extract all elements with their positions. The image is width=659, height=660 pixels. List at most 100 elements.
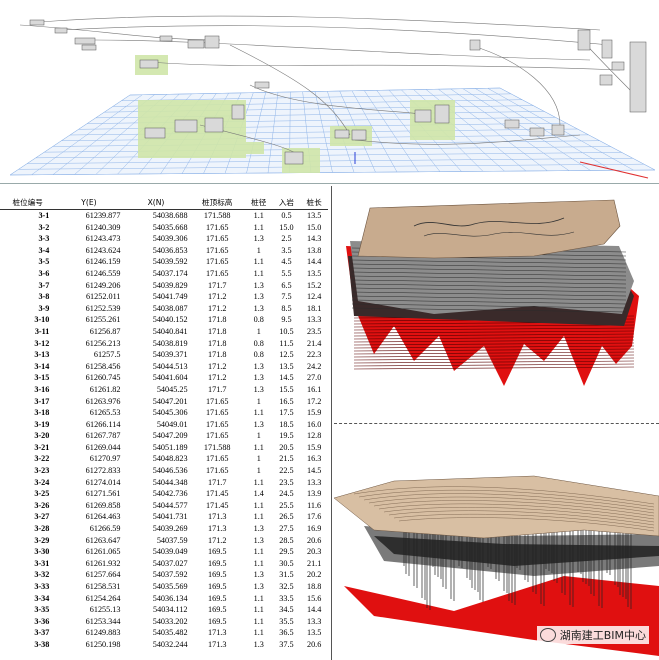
contour-line [351, 279, 627, 285]
graph-node[interactable] [204, 35, 220, 49]
table-cell: 54038.819 [152, 338, 188, 348]
table-cell: 1 [256, 454, 261, 464]
table-cell: 17.5 [279, 408, 294, 418]
table-cell: 1.3 [253, 234, 264, 244]
table-cell: 16.9 [306, 524, 322, 534]
table-cell: 61269.044 [85, 442, 121, 452]
table-cell: 1 [256, 326, 261, 336]
table-cell: 54039.829 [152, 280, 188, 290]
contour-line [351, 267, 627, 273]
table-cell: 54041.749 [152, 292, 188, 302]
table-cell: 21.1 [306, 558, 322, 568]
graph-node[interactable] [351, 129, 367, 141]
table-cell: 1.3 [253, 373, 264, 383]
graph-node[interactable] [187, 39, 205, 49]
contour-line [353, 327, 635, 331]
terrain-contour [383, 507, 655, 523]
table-cell: 33.5 [279, 593, 294, 603]
node-wires [19, 15, 641, 159]
graph-node[interactable] [599, 74, 613, 86]
graph-node[interactable] [629, 41, 647, 113]
graph-node[interactable] [529, 127, 545, 137]
table-cell: 54038.688 [152, 211, 188, 220]
graph-node[interactable] [611, 61, 625, 71]
table-cell: 54041.731 [152, 512, 188, 522]
table-cell: 15.5 [279, 384, 294, 394]
table-cell: 61272.833 [85, 466, 121, 476]
table-cell: 1.3 [253, 361, 264, 371]
table-cell: 54049.01 [156, 419, 188, 429]
node-group[interactable] [246, 142, 264, 154]
graph-node[interactable] [551, 124, 565, 136]
table-cell: 36.5 [279, 628, 294, 638]
table-cell: 171.588 [203, 211, 231, 220]
graph-node[interactable] [469, 39, 481, 51]
geology-layers-svg [346, 199, 639, 386]
table-cell: 61261.932 [85, 558, 121, 568]
graph-node[interactable] [577, 29, 591, 51]
graph-node[interactable] [231, 104, 245, 120]
table-cell: 54036.134 [152, 593, 188, 603]
table-cell: 54039.049 [152, 547, 188, 557]
table-cell: 169.5 [208, 605, 227, 615]
contour-line [9, 169, 656, 176]
graph-node[interactable] [254, 81, 270, 89]
table-cell: 171.2 [208, 303, 227, 313]
table-cell: 61253.344 [85, 616, 121, 626]
table-cell: 1.1 [253, 268, 264, 278]
table-cell: 1 [256, 245, 261, 255]
table-cell: 14.5 [279, 373, 294, 383]
contour-line [353, 339, 635, 343]
pile-id-cell: 3-9 [38, 303, 50, 313]
table-cell: 54040.152 [152, 315, 188, 325]
geology-3d-view-bottom[interactable]: 湖南建工BIM中心 [334, 426, 659, 660]
graph-node[interactable] [204, 117, 224, 133]
table-cell: 5.5 [281, 268, 292, 278]
pile-id-cell: 3-36 [34, 616, 50, 626]
table-cell: 61261.82 [89, 384, 121, 394]
pile-id-cell: 3-21 [34, 442, 50, 452]
graph-node[interactable] [29, 19, 45, 26]
table-cell: 31.5 [279, 570, 294, 580]
table-cell: 0.8 [253, 338, 264, 348]
graph-node[interactable] [144, 127, 166, 139]
table-cell: 171.2 [208, 535, 227, 545]
pile-id-cell: 3-15 [34, 373, 50, 383]
table-cell: 27.0 [306, 373, 322, 383]
geology-3d-view-top[interactable] [334, 186, 659, 422]
graph-node[interactable] [334, 129, 350, 139]
table-cell: 54034.112 [153, 605, 188, 615]
table-cell: 171.65 [205, 454, 229, 464]
table-cell: 11.6 [307, 500, 322, 510]
node-graph-svg [9, 15, 656, 179]
graph-node[interactable] [284, 151, 304, 165]
terrain-contour [393, 513, 655, 529]
graph-node[interactable] [434, 104, 450, 124]
graph-node[interactable] [139, 59, 159, 69]
graph-node[interactable] [74, 37, 96, 45]
contour-line [353, 345, 635, 349]
table-cell: 61252.011 [85, 292, 121, 302]
graph-node[interactable] [174, 119, 198, 133]
pile-id-cell: 3-23 [34, 466, 50, 476]
node-graph-canvas[interactable] [0, 0, 659, 180]
graph-node[interactable] [414, 109, 432, 123]
table-cell: 61270.97 [89, 454, 121, 464]
terrain-contour [353, 486, 655, 505]
graph-node[interactable] [601, 39, 613, 59]
table-cell: 22.3 [306, 350, 322, 360]
table-cell: 15.2 [306, 280, 322, 290]
table-cell: 61257.5 [93, 350, 121, 360]
graph-node[interactable] [159, 35, 173, 42]
table-cell: 16.0 [306, 419, 322, 429]
graph-node[interactable] [81, 44, 97, 51]
table-cell: 26.5 [279, 512, 294, 522]
graph-node[interactable] [54, 27, 68, 34]
table-cell: 54039.592 [152, 257, 188, 267]
table-cell: 61256.213 [85, 338, 121, 348]
graph-node[interactable] [504, 119, 520, 129]
